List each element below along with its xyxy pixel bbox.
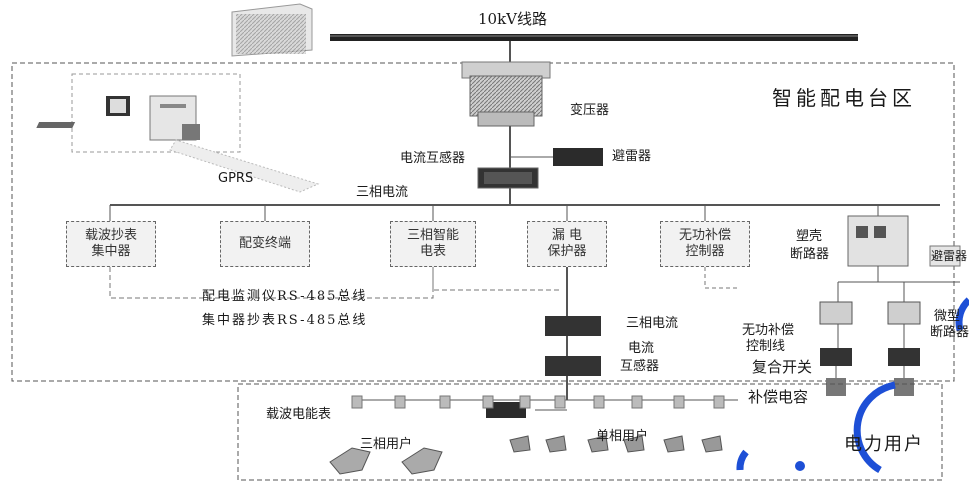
- substation-building: [232, 4, 312, 56]
- ct-bottom-line2: 互感器: [620, 360, 659, 373]
- distribution-terminal-box: 配变终端: [220, 221, 310, 267]
- comp-capacitor-label: 补偿电容: [748, 390, 808, 405]
- molded-breaker-line1: 塑壳: [796, 230, 822, 243]
- carrier-concentrator-line1: 载波抄表: [85, 228, 137, 244]
- var-controller-box: 无功补偿 控制器: [660, 221, 750, 267]
- rs485-reader-bus: [433, 267, 560, 290]
- molded-breaker-line2: 断路器: [790, 248, 829, 261]
- ct-top-face: [484, 172, 532, 184]
- mini-breaker-line1: 微型: [934, 310, 960, 323]
- var-control-line-1: 无功补偿: [742, 324, 794, 337]
- ct-bottom-1-icon: [545, 316, 601, 336]
- ct-top-label: 电流互感器: [400, 152, 465, 165]
- mini-breaker-line2: 断路器: [930, 326, 969, 339]
- 10kv-line: [330, 34, 858, 41]
- var-control-line-2: 控制线: [746, 340, 785, 353]
- carrier-concentrator-box: 载波抄表 集中器: [66, 221, 156, 267]
- module-drops: [110, 205, 878, 221]
- distribution-terminal-label: 配变终端: [239, 236, 291, 252]
- smart-meter-box: 三相智能 电表: [390, 221, 476, 267]
- arrester-right-label: 避雷器: [931, 250, 967, 262]
- zone-title: 智能配电台区: [772, 88, 916, 108]
- transformer-label: 变压器: [570, 104, 609, 117]
- three-phase-current-label: 三相电流: [356, 186, 408, 199]
- watermark-dot: [795, 461, 805, 471]
- composite-switch-icons: [820, 324, 920, 366]
- arrester-top-label: 避雷器: [612, 150, 651, 163]
- molded-breaker-icon: [848, 216, 908, 266]
- smart-meter-line1: 三相智能: [407, 228, 459, 244]
- composite-switch-label: 复合开关: [752, 360, 812, 375]
- arrester-top-icon: [553, 148, 603, 166]
- ct-bottom-2-icon: [545, 356, 601, 376]
- smart-meter-line2: 电表: [420, 244, 446, 260]
- leakage-protector-line1: 漏 电: [552, 228, 582, 244]
- three-phase-current-2-label: 三相电流: [626, 317, 678, 330]
- ct-bottom-line1: 电流: [628, 342, 654, 355]
- breaker-switch-b: [874, 226, 886, 238]
- computer-icon: [36, 74, 240, 152]
- var-control-dash: [705, 267, 740, 288]
- leakage-protector-box: 漏 电 保护器: [527, 221, 607, 267]
- bus-reader-label: 集中器抄表RS-485总线: [202, 314, 367, 327]
- power-users-label: 电力用户: [844, 436, 924, 454]
- bus-monitor-label: 配电监测仪RS-485总线: [202, 290, 367, 303]
- leakage-protector-line2: 保护器: [547, 244, 586, 260]
- breaker-switch-a: [856, 226, 868, 238]
- gprs-label: GPRS: [218, 172, 253, 185]
- carrier-concentrator-line2: 集中器: [91, 244, 130, 260]
- var-controller-line2: 控制器: [685, 244, 724, 260]
- var-controller-line1: 无功补偿: [679, 228, 731, 244]
- mini-breaker-icons: [820, 282, 920, 324]
- transformer-icon: [462, 41, 550, 126]
- carrier-meter-label: 载波电能表: [266, 408, 331, 421]
- three-phase-user-label: 三相用户: [360, 438, 412, 451]
- carrier-meter-icons: [352, 396, 724, 408]
- line-title: 10kV线路: [478, 12, 547, 27]
- single-phase-user-label: 单相用户: [596, 430, 648, 443]
